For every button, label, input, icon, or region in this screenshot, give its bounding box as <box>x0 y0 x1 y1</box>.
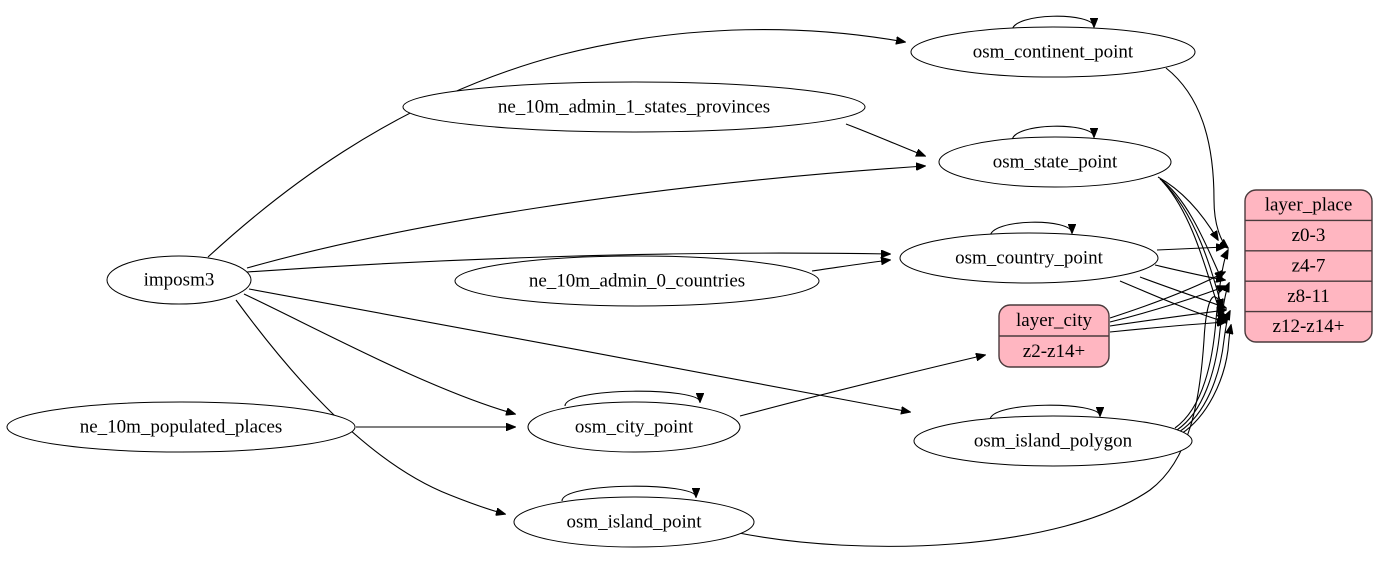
edge-osm_city_point-to-layer_city <box>739 355 985 417</box>
node-osm_island_polygon[interactable]: osm_island_polygon <box>913 415 1193 467</box>
node-imposm3[interactable]: imposm3 <box>106 255 252 305</box>
node-shape-imposm3 <box>106 255 252 305</box>
edge-ne_admin0-to-osm_country_point <box>811 260 890 272</box>
edges-layer <box>207 15 1231 547</box>
node-shape-osm_country_point <box>899 232 1159 284</box>
edge-osm_country_point-to-layer_place_r1 <box>1156 247 1225 250</box>
edge-osm_state_point-to-layer_place_r2 <box>1159 178 1222 280</box>
node-shape-osm_continent_point <box>910 26 1196 78</box>
node-shape-osm_island_point <box>513 496 755 548</box>
node-shape-osm_city_point <box>527 401 741 453</box>
node-shape-ne_admin0 <box>454 255 820 307</box>
node-shape-osm_state_point <box>938 136 1172 188</box>
node-osm_island_point[interactable]: osm_island_point <box>513 496 755 548</box>
node-ne_admin1[interactable]: ne_10m_admin_1_states_provinces <box>402 81 866 133</box>
edge-layer_city-to-layer_place_r2 <box>1109 286 1226 323</box>
edge-osm_country_point-to-osm_country_point <box>989 221 1072 238</box>
node-osm_state_point[interactable]: osm_state_point <box>938 136 1172 188</box>
edge-imposm3-to-osm_city_point <box>243 293 515 414</box>
node-ne_admin0[interactable]: ne_10m_admin_0_countries <box>454 255 820 307</box>
node-shape-osm_island_polygon <box>913 415 1193 467</box>
edge-osm_state_point-to-osm_state_point <box>1011 125 1094 142</box>
edge-imposm3-to-osm_state_point <box>246 166 925 269</box>
node-osm_city_point[interactable]: osm_city_point <box>527 401 741 453</box>
edge-osm_state_point-to-layer_place_r3 <box>1161 180 1222 308</box>
edge-osm_city_point-to-osm_city_point <box>564 390 700 407</box>
edge-imposm3-to-osm_island_point <box>235 299 505 514</box>
edge-osm_state_point-to-layer_place_r4 <box>1163 182 1224 322</box>
edge-osm_continent_point-to-layer_place_r1 <box>1165 67 1228 248</box>
edge-imposm3-to-osm_continent_point <box>207 29 905 258</box>
edge-osm_island_polygon-to-osm_island_polygon <box>989 404 1100 421</box>
edge-osm_island_point-to-layer_place_r4 <box>738 296 1226 547</box>
edge-osm_state_point-to-layer_place_r1 <box>1157 176 1218 240</box>
record-bg-layer_place <box>1244 189 1373 343</box>
node-ne_populated[interactable]: ne_10m_populated_places <box>6 401 356 453</box>
node-shape-ne_admin1 <box>402 81 866 133</box>
nodes-layer: imposm3 ne_10m_admin_1_states_provincesne… <box>6 26 1196 548</box>
edge-layer_city-to-layer_place_r3 <box>1109 310 1226 327</box>
edge-layer_city-to-layer_place_r1 <box>1109 272 1225 319</box>
edge-osm_island_polygon-to-layer_place_r4 <box>1180 325 1231 435</box>
edge-imposm3-to-osm_island_polygon <box>248 288 910 412</box>
edge-osm_continent_point-to-osm_continent_point <box>1011 15 1094 32</box>
node-shape-ne_populated <box>6 401 356 453</box>
edge-osm_island_point-to-osm_island_point <box>561 485 696 502</box>
edge-imposm3-to-osm_country_point <box>246 253 890 273</box>
node-osm_country_point[interactable]: osm_country_point <box>899 232 1159 284</box>
node-osm_continent_point[interactable]: osm_continent_point <box>910 26 1196 78</box>
edge-ne_admin1-to-osm_state_point <box>845 123 925 156</box>
edge-osm_country_point-to-layer_place_r3 <box>1139 276 1226 308</box>
edge-osm_island_polygon-to-layer_place_r1 <box>1174 250 1228 429</box>
